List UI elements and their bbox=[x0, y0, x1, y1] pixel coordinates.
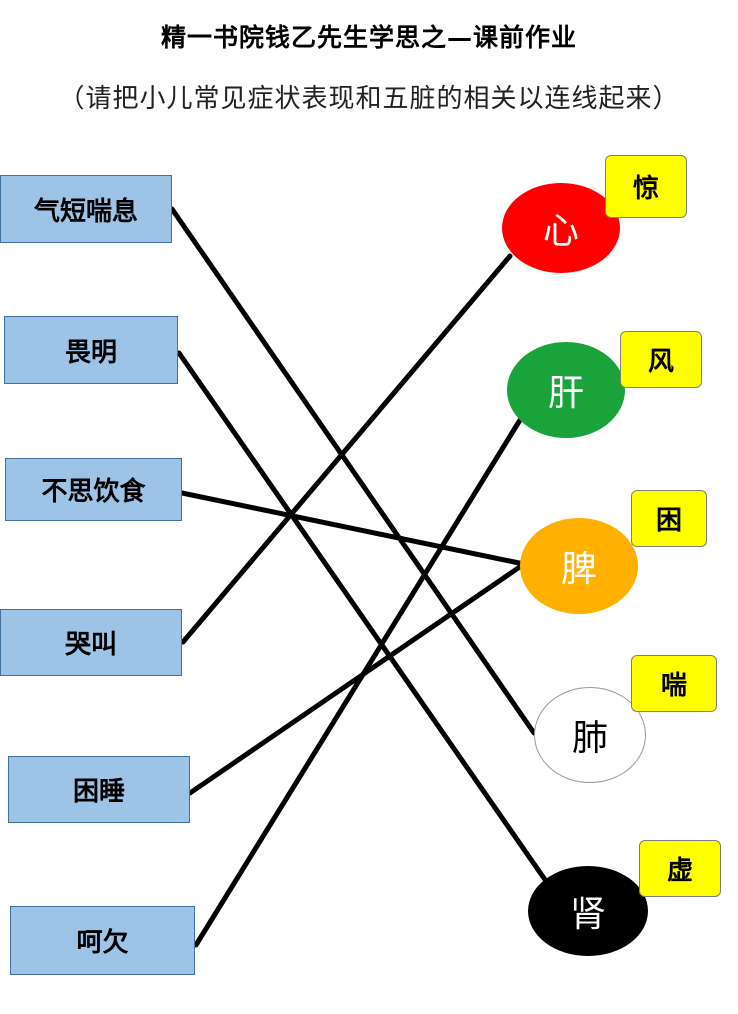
organ-label: 脾 bbox=[560, 549, 597, 590]
symptom-label: 困睡 bbox=[72, 777, 125, 807]
connection-line-2 bbox=[179, 490, 527, 567]
symptom-box-drowsiness[interactable]: 困睡 bbox=[8, 756, 190, 823]
symptom-box-shortness-of-breath[interactable]: 气短喘息 bbox=[0, 175, 172, 243]
connection-line-0 bbox=[169, 206, 537, 736]
tag-label: 喘 bbox=[660, 671, 687, 701]
organ-tag-heart: 惊 bbox=[605, 155, 687, 218]
tag-label: 风 bbox=[647, 347, 674, 377]
connection-line-3 bbox=[180, 253, 513, 645]
organ-tag-kidney: 虚 bbox=[639, 840, 721, 897]
connection-line-5 bbox=[193, 417, 523, 948]
symptom-box-no-appetite[interactable]: 不思饮食 bbox=[5, 458, 182, 521]
organ-tag-spleen: 困 bbox=[631, 490, 707, 547]
organ-lung[interactable]: 肺 bbox=[534, 687, 646, 783]
symptom-box-photophobia[interactable]: 畏明 bbox=[4, 316, 178, 384]
connection-line-1 bbox=[176, 350, 551, 887]
symptom-box-crying[interactable]: 哭叫 bbox=[0, 609, 182, 676]
organ-liver[interactable]: 肝 bbox=[507, 342, 625, 438]
symptom-box-yawning[interactable]: 呵欠 bbox=[10, 906, 195, 975]
symptom-label: 气短喘息 bbox=[33, 196, 138, 227]
page-subtitle: （请把小儿常见症状表现和五脏的相关以连线起来） bbox=[58, 84, 680, 114]
symptom-label: 畏明 bbox=[64, 337, 117, 368]
organ-kidney[interactable]: 肾 bbox=[528, 866, 648, 956]
organ-label: 心 bbox=[542, 211, 579, 252]
tag-label: 虚 bbox=[666, 856, 693, 886]
page-title: 精一书院钱乙先生学思之—课前作业 bbox=[160, 23, 577, 52]
symptom-label: 不思饮食 bbox=[41, 477, 146, 507]
tag-label: 惊 bbox=[632, 174, 659, 204]
organ-label: 肺 bbox=[571, 718, 608, 759]
connection-line-4 bbox=[187, 561, 527, 796]
tag-label: 困 bbox=[655, 506, 682, 536]
organ-label: 肾 bbox=[569, 894, 606, 935]
organ-tag-lung: 喘 bbox=[631, 655, 717, 712]
organ-spleen[interactable]: 脾 bbox=[520, 518, 638, 614]
organ-label: 肝 bbox=[547, 373, 584, 414]
symptom-label: 哭叫 bbox=[64, 630, 117, 660]
organ-heart[interactable]: 心 bbox=[502, 183, 620, 273]
symptom-label: 呵欠 bbox=[76, 928, 129, 958]
organ-tag-liver: 风 bbox=[620, 331, 702, 388]
